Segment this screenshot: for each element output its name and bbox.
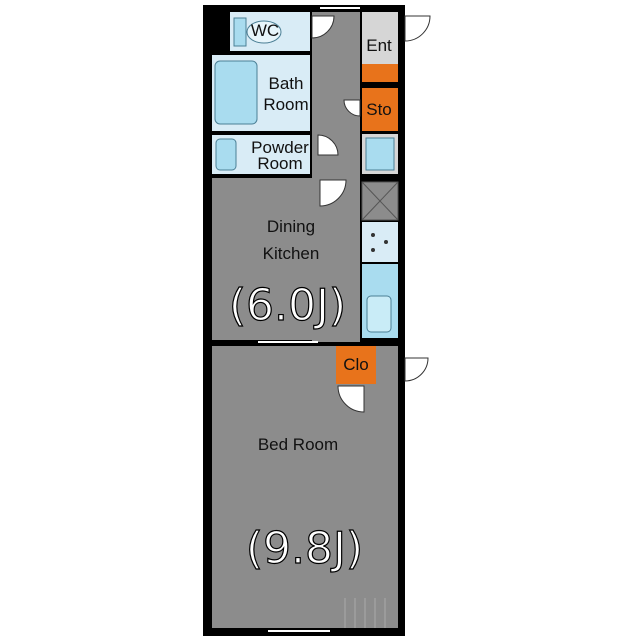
dining-label-line2: Kitchen [262,244,320,263]
wc-label: WC [250,21,280,40]
entrance-door [404,15,431,42]
balcony-door [404,357,429,382]
washbasin-icon [215,138,237,171]
dining-label-line1: Dining [266,217,316,236]
bedroom-door [337,385,365,413]
powder-label-line2: Room [257,154,303,173]
bedroom-label: Bed Room [257,435,339,454]
sink-icon [366,295,392,333]
closet-label: Clo [343,355,369,374]
bathtub-icon [214,60,258,125]
dining-kitchen-floor [212,178,360,340]
storage-label: Sto [366,100,392,119]
entrance-step [362,64,398,82]
bedroom-floor [212,346,398,628]
dining-size-label: (6.0J) [228,280,347,331]
toilet-icon [246,20,282,44]
bath-label-line2: Room [263,95,309,114]
entrance-label: Ent [366,36,392,55]
bedroom-size-label: (9.8J) [245,523,364,574]
stove-icon [362,222,398,262]
powder-door [317,134,339,156]
bath-door [343,99,361,117]
wc-door [311,15,335,39]
powder-label-line1: Powder [251,138,309,157]
entrance-floor [362,12,398,64]
storage-closet [362,88,398,131]
bath-label-line1: Bath [268,74,304,93]
washer-icon [365,137,395,171]
dk-door [319,179,347,207]
wc-tank [233,17,247,47]
